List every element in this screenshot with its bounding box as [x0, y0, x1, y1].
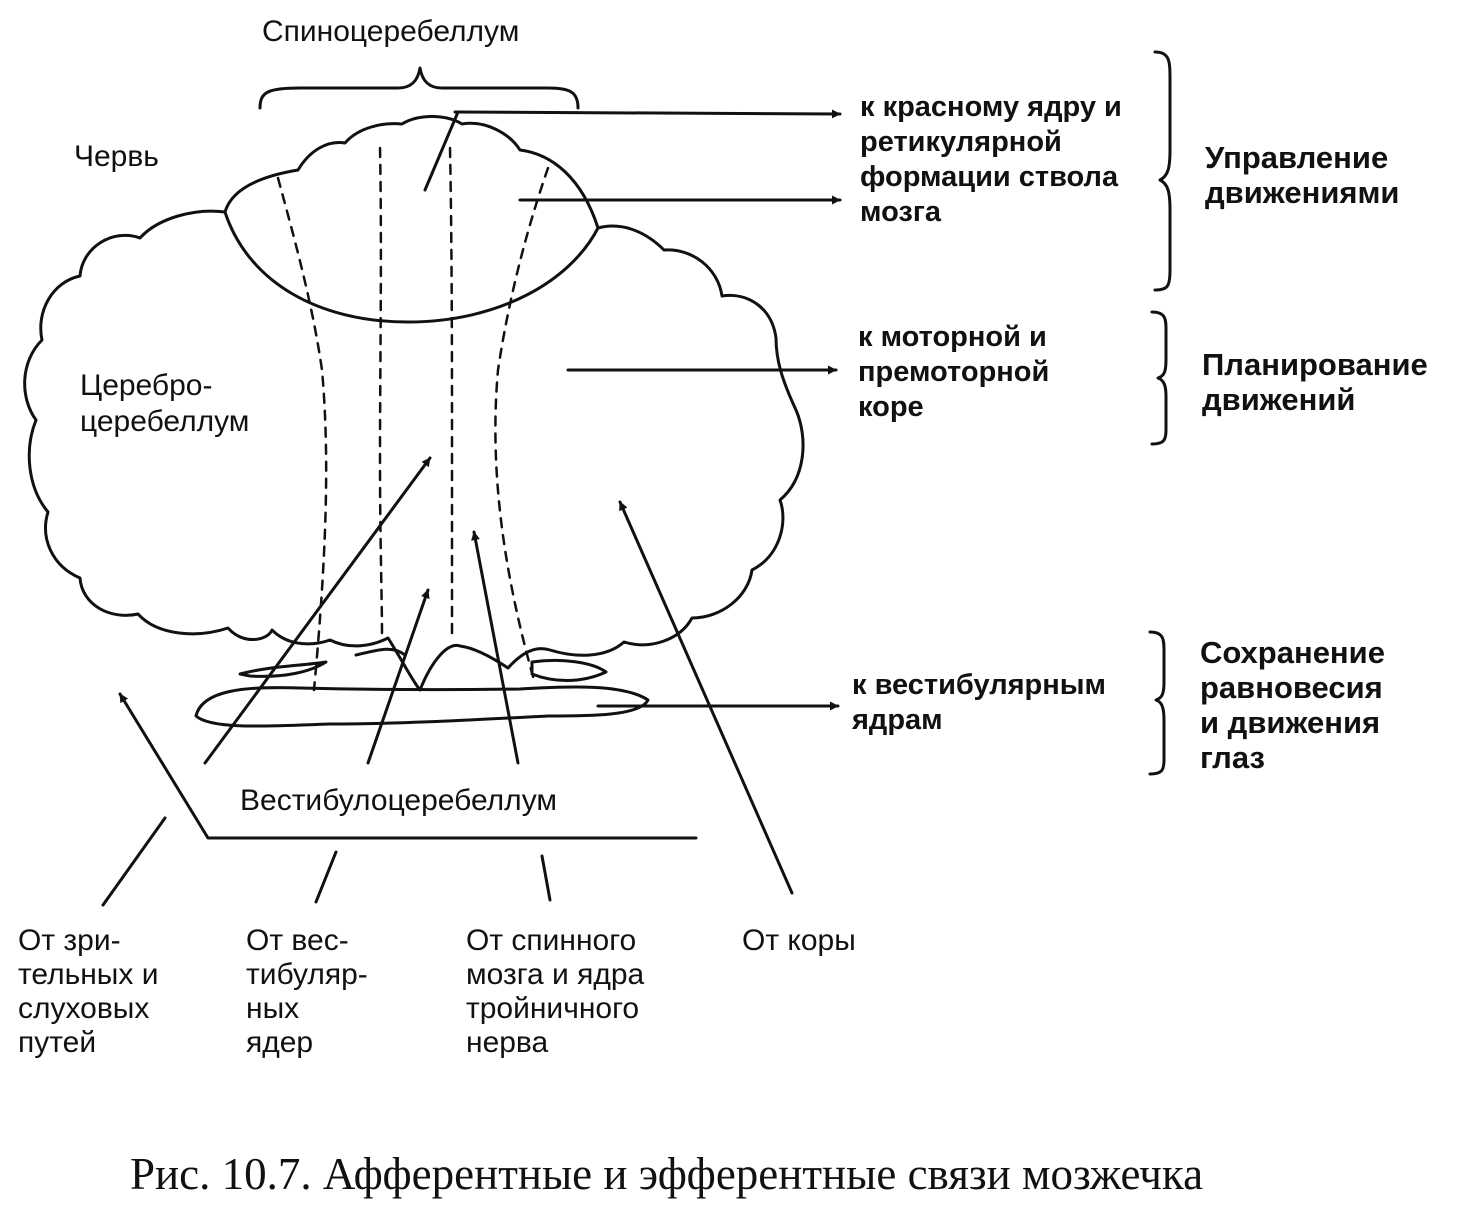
output-vestibular-nuclei: к вестибулярным ядрам [852, 669, 1106, 736]
vermis-label: Червь [74, 140, 159, 173]
input-cortex: От коры [742, 924, 856, 957]
vestibulocerebellum-label: Вестибулоцеребеллум [240, 784, 557, 817]
figure-caption: Рис. 10.7. Афферентные и эфферентные свя… [130, 1149, 1204, 1199]
function-balance: Сохранение равновесия и движения глаз [1200, 635, 1385, 775]
cerebrocerebellum-label: Церебро- церебеллум [80, 369, 250, 438]
vermis-top [223, 115, 600, 230]
output-motor-cortex: к моторной и премоторной коре [858, 321, 1050, 423]
spino-brace [258, 66, 580, 110]
vestibulocerebellum-lobe [194, 685, 650, 728]
input-visual-auditory: От зри- тельных и слуховых путей [18, 924, 159, 1059]
function-movement-control: Управление движениями [1205, 140, 1400, 210]
vermis-cap [223, 210, 600, 324]
input-vestibular-nuclei: От вес- тибуляр- ных ядер [246, 924, 368, 1059]
spinocerebellum-label: Спиноцеребеллум [262, 15, 520, 48]
output-red-nucleus: к красному ядру и ретикулярной формации … [860, 91, 1122, 228]
cerebellum-outline [23, 209, 805, 692]
function-movement-planning: Планирование движений [1202, 347, 1428, 417]
input-spinal-trigeminal: От спинного мозга и ядра тройничного нер… [466, 924, 645, 1059]
